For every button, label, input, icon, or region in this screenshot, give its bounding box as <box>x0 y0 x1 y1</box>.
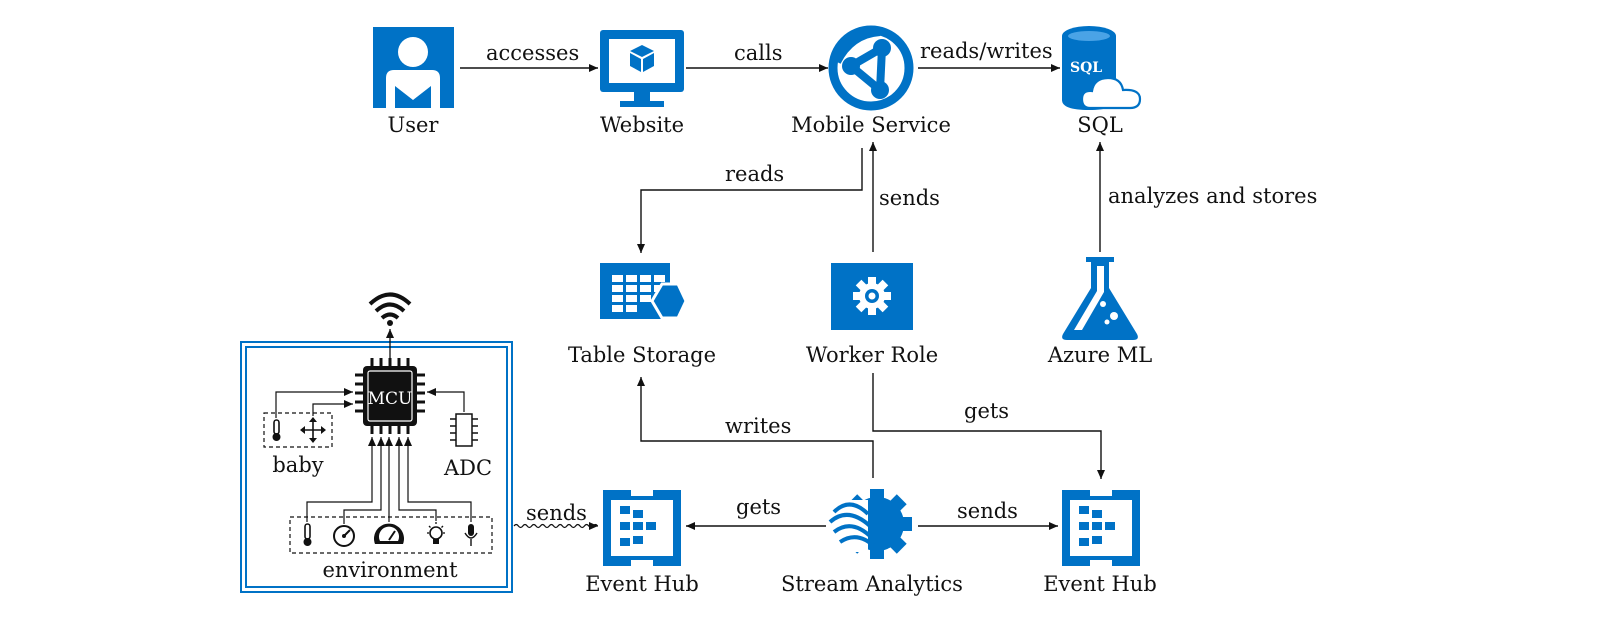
website-label: Website <box>600 113 684 137</box>
node-mobile-service: Mobile Service <box>791 25 951 137</box>
mobile-service-label: Mobile Service <box>791 113 951 137</box>
environment-wires <box>306 437 472 524</box>
table-storage-label: Table Storage <box>568 343 716 367</box>
node-table-storage: Table Storage <box>568 263 716 367</box>
event-hub-in-label: Event Hub <box>585 572 699 596</box>
node-website: Website <box>600 30 684 137</box>
microphone-icon <box>464 524 478 546</box>
baby-group-box <box>263 412 333 448</box>
event-hub-out-label: Event Hub <box>1043 572 1157 596</box>
edge-stream-table <box>637 377 874 478</box>
wifi-icon <box>368 292 412 326</box>
label-sends-worker: sends <box>879 186 940 210</box>
adc-chip-icon <box>450 413 478 447</box>
baby-label: baby <box>272 453 323 477</box>
speedometer-icon <box>374 523 405 544</box>
edge-worker-eventhub <box>872 373 1105 479</box>
device-box: MCU baby ADC <box>240 292 513 593</box>
stream-analytics-label: Stream Analytics <box>781 572 963 596</box>
node-sql: SQL SQL <box>1062 26 1142 137</box>
pressure-gauge-icon <box>333 525 355 547</box>
event-hub-icon <box>1062 484 1140 572</box>
thermometer-icon <box>272 419 281 441</box>
label-gets-worker: gets <box>964 399 1009 423</box>
wire-adc <box>427 388 465 412</box>
label-accesses: accesses <box>486 41 579 65</box>
edge-labels: accesses calls reads/writes reads sends … <box>486 39 1317 525</box>
wire-baby-move <box>312 400 353 416</box>
node-user: User <box>373 27 454 137</box>
edges <box>460 64 1105 530</box>
label-sends-stream: sends <box>957 499 1018 523</box>
label-analyzes: analyzes and stores <box>1108 184 1317 208</box>
move-arrows-icon <box>300 417 326 443</box>
stream-gear-icon <box>826 489 912 559</box>
event-hub-icon <box>603 484 681 572</box>
label-sends-device: sends <box>526 501 587 525</box>
node-stream-analytics: Stream Analytics <box>781 489 963 596</box>
wire-baby-temp <box>275 388 353 418</box>
gear-icon <box>831 263 913 330</box>
worker-role-label: Worker Role <box>806 343 938 367</box>
sql-database-icon: SQL <box>1062 26 1142 110</box>
edge-device-eventhub <box>513 523 599 529</box>
monitor-icon <box>600 30 684 107</box>
label-gets-stream: gets <box>736 495 781 519</box>
globe-network-icon <box>828 25 914 111</box>
label-reads-writes: reads/writes <box>920 39 1053 63</box>
node-event-hub-in: Event Hub <box>585 484 699 596</box>
light-bulb-icon <box>427 522 445 544</box>
node-worker-role: Worker Role <box>806 263 938 367</box>
sql-badge: SQL <box>1070 60 1102 76</box>
environment-label: environment <box>322 558 458 582</box>
label-calls: calls <box>734 41 783 65</box>
environment-group-box <box>289 516 493 554</box>
node-event-hub-out: Event Hub <box>1043 484 1157 596</box>
thermometer-icon <box>303 523 312 546</box>
node-azure-ml: Azure ML <box>1047 257 1152 367</box>
adc-label: ADC <box>443 456 492 480</box>
user-label: User <box>388 113 440 137</box>
mcu-label: MCU <box>368 389 413 409</box>
mcu-chip-icon: MCU <box>355 358 425 434</box>
sql-label: SQL <box>1077 113 1123 137</box>
azure-ml-label: Azure ML <box>1047 343 1152 367</box>
label-writes: writes <box>725 414 791 438</box>
table-grid-icon <box>600 263 688 320</box>
edge-mobile-table <box>637 148 863 253</box>
label-reads: reads <box>725 162 784 186</box>
user-icon <box>373 27 454 108</box>
flask-icon <box>1062 257 1138 340</box>
